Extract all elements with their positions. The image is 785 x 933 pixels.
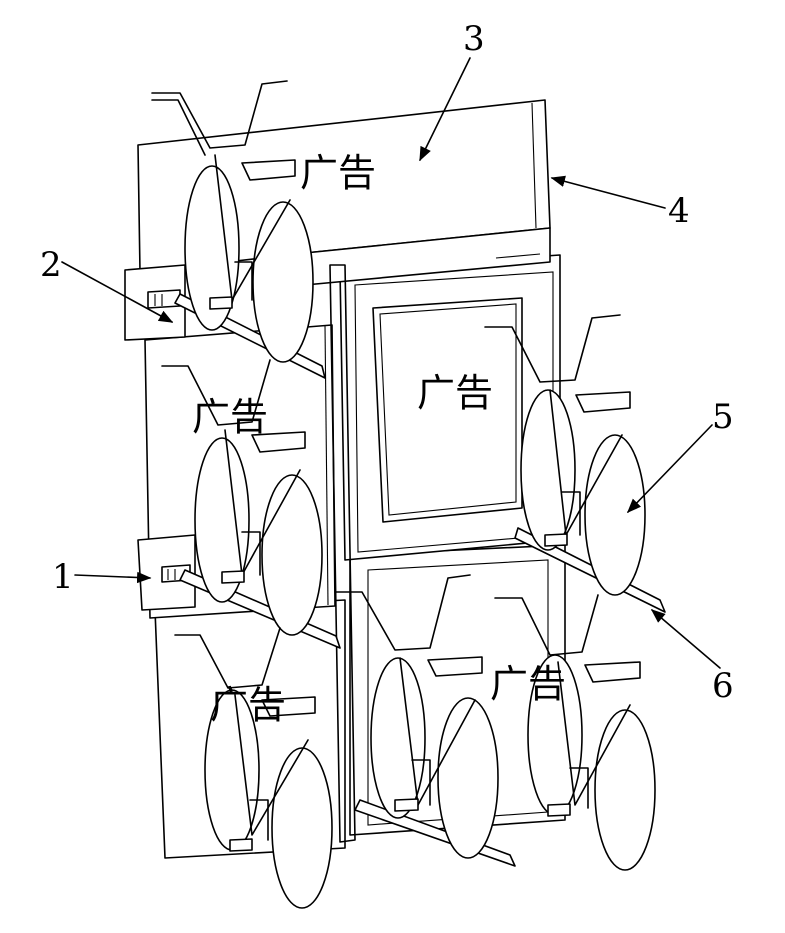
leader-4 xyxy=(550,175,666,209)
bicycle-bottom-left: 广告 xyxy=(174,627,333,909)
lower-frame-box xyxy=(137,534,196,611)
label-2: 2 xyxy=(40,245,62,285)
right-upper-panel: 广告 xyxy=(339,254,561,561)
label-4: 4 xyxy=(668,191,690,231)
bicycle-bottom-middle xyxy=(334,574,499,859)
label-1: 1 xyxy=(52,557,74,597)
top-ad-text: 广告 xyxy=(300,151,376,195)
top-panel: 广告 xyxy=(137,99,551,273)
bicycle-right-upper xyxy=(484,314,646,596)
leader-6 xyxy=(650,609,721,669)
leader-3 xyxy=(419,57,471,162)
bicycle-bottom-right: 广告 xyxy=(490,594,656,871)
left-middle-ad-text: 广告 xyxy=(192,395,268,439)
label-3: 3 xyxy=(463,19,485,59)
label-5: 5 xyxy=(712,397,734,437)
leader-5 xyxy=(626,424,713,514)
right-middle-ad-text: 广告 xyxy=(417,371,493,415)
bottom-right-ad-text: 广告 xyxy=(490,662,566,706)
leader-1 xyxy=(74,571,152,584)
leader-lines xyxy=(61,57,721,669)
leader-2 xyxy=(61,261,174,323)
label-6: 6 xyxy=(712,666,734,706)
bicycle-top-left xyxy=(151,80,314,363)
bicycle-middle-left: 广告 xyxy=(161,359,323,636)
bottom-left-ad-text: 广告 xyxy=(210,683,286,727)
central-post xyxy=(329,264,356,843)
